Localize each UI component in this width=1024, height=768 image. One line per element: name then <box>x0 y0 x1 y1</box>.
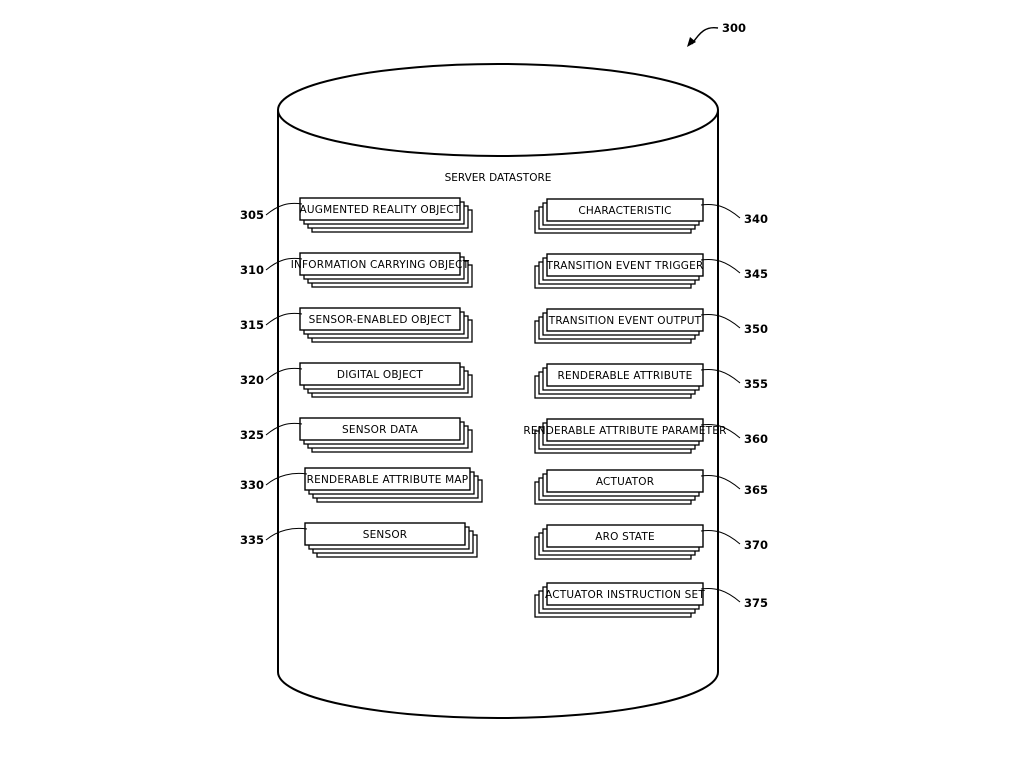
box-label: RENDERABLE ATTRIBUTE MAP <box>307 474 469 486</box>
box-label: INFORMATION CARRYING OBJECT <box>291 259 470 271</box>
reference-numeral: 305 <box>240 208 264 222</box>
stacked-box-350: TRANSITION EVENT OUTPUT 350 <box>534 308 768 344</box>
leader-line <box>265 472 308 486</box>
box-front <box>299 252 461 276</box>
box-front <box>299 417 461 441</box>
leader-line <box>700 587 741 603</box>
reference-numeral: 315 <box>240 318 264 332</box>
box-label: AUGMENTED REALITY OBJECT <box>300 204 461 216</box>
box-label: ACTUATOR INSTRUCTION SET <box>545 589 705 601</box>
leader-line <box>700 258 741 274</box>
reference-numeral: 345 <box>744 267 768 281</box>
figure-number: 300 <box>722 21 746 35</box>
box-front <box>299 197 461 221</box>
box-front <box>546 308 704 332</box>
box-label: SENSOR <box>363 529 408 541</box>
box-label: ACTUATOR <box>596 476 654 488</box>
stacked-box-345: TRANSITION EVENT TRIGGER 345 <box>534 253 768 289</box>
leader-line <box>700 313 741 329</box>
leader-line <box>265 312 303 326</box>
stacked-box-340: CHARACTERISTIC 340 <box>534 198 768 234</box>
box-label: CHARACTERISTIC <box>578 205 671 217</box>
box-front <box>546 524 704 548</box>
box-front <box>546 198 704 222</box>
stacked-box-365: ACTUATOR 365 <box>534 469 768 505</box>
stacked-box-330: RENDERABLE ATTRIBUTE MAP 330 <box>240 467 483 503</box>
diagram-title: SERVER DATASTORE <box>445 172 552 184</box>
box-front <box>299 307 461 331</box>
box-label: ARO STATE <box>595 531 655 543</box>
reference-numeral: 325 <box>240 428 264 442</box>
figure-reference: 300 <box>687 21 746 47</box>
stacked-box-315: SENSOR-ENABLED OBJECT 315 <box>240 307 473 343</box>
stacked-box-310: INFORMATION CARRYING OBJECT 310 <box>240 252 473 288</box>
reference-numeral: 355 <box>744 377 768 391</box>
box-front <box>546 418 704 442</box>
box-front <box>304 467 471 491</box>
stacked-box-370: ARO STATE 370 <box>534 524 768 560</box>
box-front <box>546 469 704 493</box>
stacked-box-320: DIGITAL OBJECT 320 <box>240 362 473 398</box>
stacked-box-335: SENSOR 335 <box>240 522 478 558</box>
reference-numeral: 310 <box>240 263 264 277</box>
reference-numeral: 335 <box>240 533 264 547</box>
box-front <box>299 362 461 386</box>
reference-numeral: 365 <box>744 483 768 497</box>
box-label: RENDERABLE ATTRIBUTE PARAMETER <box>523 425 726 437</box>
leader-line <box>700 203 741 219</box>
box-front <box>304 522 466 546</box>
reference-numeral: 360 <box>744 432 768 446</box>
reference-numeral: 370 <box>744 538 768 552</box>
figure-arrow-head <box>687 37 696 47</box>
box-label: RENDERABLE ATTRIBUTE <box>558 370 693 382</box>
box-label: TRANSITION EVENT TRIGGER <box>546 260 704 272</box>
reference-numeral: 350 <box>744 322 768 336</box>
box-front <box>546 582 704 606</box>
cylinder-top <box>277 63 719 157</box>
stacked-box-360: RENDERABLE ATTRIBUTE PARAMETER 360 <box>523 418 768 454</box>
box-front <box>546 363 704 387</box>
reference-numeral: 320 <box>240 373 264 387</box>
stacked-box-325: SENSOR DATA 325 <box>240 417 473 453</box>
box-label: SENSOR DATA <box>342 424 419 436</box>
leader-line <box>700 474 741 490</box>
box-label: TRANSITION EVENT OUTPUT <box>548 315 702 327</box>
reference-numeral: 340 <box>744 212 768 226</box>
leader-line <box>265 422 303 436</box>
leader-line <box>265 527 308 541</box>
leader-line <box>265 367 303 381</box>
box-label: SENSOR-ENABLED OBJECT <box>309 314 452 326</box>
leader-line <box>265 257 303 271</box>
figure-arrow <box>691 26 719 45</box>
reference-numeral: 330 <box>240 478 264 492</box>
stacked-box-375: ACTUATOR INSTRUCTION SET 375 <box>534 582 768 618</box>
stacked-box-355: RENDERABLE ATTRIBUTE 355 <box>534 363 768 399</box>
reference-numeral: 375 <box>744 596 768 610</box>
box-front <box>546 253 704 277</box>
box-label: DIGITAL OBJECT <box>337 369 424 381</box>
leader-line <box>265 202 303 216</box>
leader-line <box>700 423 741 439</box>
leader-line <box>700 529 741 545</box>
stacked-box-305: AUGMENTED REALITY OBJECT 305 <box>240 197 473 233</box>
leader-line <box>700 368 741 384</box>
